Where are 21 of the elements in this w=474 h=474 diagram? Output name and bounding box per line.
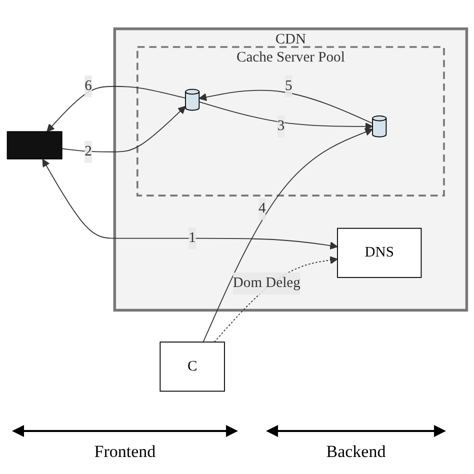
node-box: DNS [337, 228, 422, 278]
arrow [202, 128, 373, 343]
node-cylinder [185, 88, 200, 111]
edge-label: 6 [84, 78, 92, 94]
edge-label: Dom Deleg [232, 275, 300, 291]
edge-label: 1 [188, 230, 196, 246]
edge-label: 4 [258, 200, 266, 216]
arrow [42, 158, 338, 250]
arrow [61, 106, 186, 152]
edge-label: 3 [277, 118, 285, 134]
axis-label: Backend [325, 442, 387, 462]
arrow [46, 86, 186, 132]
arrow [198, 90, 373, 124]
edge-label: 2 [84, 144, 92, 160]
arrow [214, 256, 338, 343]
axis-label: Frontend [93, 442, 157, 462]
node-box [6, 131, 62, 160]
arrow [198, 101, 373, 130]
node-cylinder [372, 115, 387, 138]
edge-label: 5 [285, 78, 292, 94]
node-box: C [160, 342, 225, 392]
